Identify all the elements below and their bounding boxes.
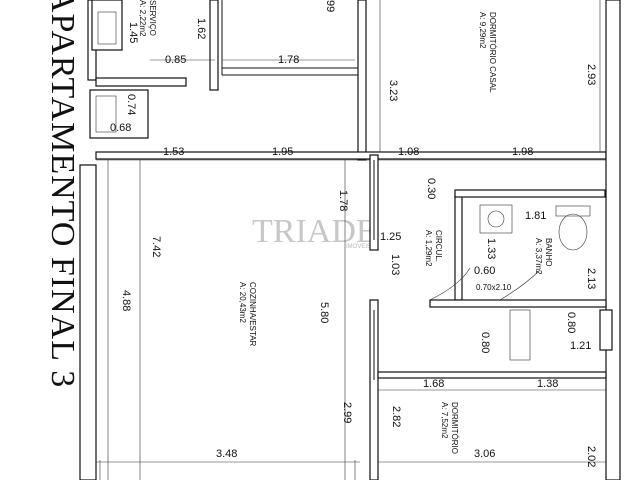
door-swing-bedroom — [499, 269, 541, 301]
toilet-tank-icon — [555, 205, 591, 217]
bath-bottom-wall — [429, 299, 607, 308]
dim-178a: 1.78 — [278, 54, 299, 66]
shaft-inner — [95, 95, 117, 133]
dim-282: 2.82 — [390, 406, 402, 427]
bath-left-wall — [454, 194, 463, 301]
door-size-label: 0.70x2.10 — [476, 283, 512, 292]
dim-323: 3.23 — [387, 80, 399, 101]
room-dormitorio-name: DORMITÓRIO — [450, 402, 459, 454]
room-cozinha-estar-name: COZINHA/ESTAR — [248, 282, 257, 347]
shaft-box — [89, 89, 149, 139]
dim-299: 2.99 — [341, 402, 353, 423]
dim-145: 1.45 — [127, 22, 139, 43]
room-dormitorio-casal-name: DORMITÓRIO CASAL — [488, 12, 497, 93]
lower-bedroom-top-wall — [377, 371, 607, 379]
dim-181: 1.81 — [525, 210, 546, 222]
watermark-logo: TRIADE — [252, 213, 377, 250]
dim-348: 3.48 — [216, 448, 237, 460]
room-banho-area: A: 3,37m2 — [534, 238, 543, 275]
dim-103: 1.03 — [389, 254, 401, 275]
service-wall-right — [209, 0, 219, 91]
sink-icon — [479, 204, 513, 234]
bedroom-left-wall — [357, 0, 367, 161]
dim-202: 2.02 — [585, 446, 597, 467]
room-servico-area: A: 2,22m2 — [138, 0, 147, 37]
left-outer-wall — [79, 164, 97, 480]
dim-306: 3.06 — [474, 448, 495, 460]
dim-213: 2.13 — [585, 268, 597, 289]
dim-178b: 1.78 — [337, 190, 349, 211]
dim-168: 1.68 — [423, 378, 444, 390]
shower-area — [509, 309, 531, 361]
dim-488: 4.88 — [120, 290, 132, 311]
dim-293: 2.93 — [585, 64, 597, 85]
dim-198: 1.98 — [512, 146, 533, 158]
sink-basin-icon — [487, 210, 505, 228]
shaft-inner-top — [97, 11, 117, 45]
dim-742: 7.42 — [150, 236, 162, 257]
dim-080a: 0.80 — [479, 332, 491, 353]
right-outer-wall — [605, 0, 621, 480]
room-dormitorio-casal-area: A: 9,29m2 — [478, 12, 487, 49]
window-right-bath — [599, 309, 613, 351]
dim-138: 1.38 — [537, 378, 558, 390]
room-cozinha-estar-area: A: 20,43m2 — [238, 282, 247, 323]
dim-125: 1.25 — [380, 231, 401, 243]
toilet-bowl-icon — [558, 213, 588, 251]
room-circulacao-name: CIRCUL. — [434, 230, 443, 262]
door-swing-bath — [429, 267, 471, 301]
dim-108: 1.08 — [398, 146, 419, 158]
plan-title: APARTAMENTO FINAL 3 — [44, 0, 81, 388]
room-circulacao-area: A: 1,29m2 — [424, 230, 433, 267]
dim-030: 0.30 — [425, 178, 437, 199]
dim-195: 1.95 — [272, 146, 293, 158]
dim-153: 1.53 — [163, 146, 184, 158]
room-servico-name: SERVIÇO — [148, 0, 157, 36]
dim-133: 1.33 — [485, 238, 497, 259]
room-dormitorio-area: A: 7,52m2 — [440, 402, 449, 439]
room-banho-name: BANHO — [544, 238, 553, 266]
dim-085: 0.85 — [165, 54, 186, 66]
watermark-subtitle: IMÓVEIS — [346, 243, 371, 250]
dim-068: 0.68 — [110, 122, 131, 134]
dim-121: 1.21 — [570, 340, 591, 352]
dim-099: 99 — [324, 0, 336, 12]
dim-060: 0.60 — [474, 265, 495, 277]
dim-080b: 0.80 — [565, 312, 577, 333]
dim-074: 0.74 — [125, 94, 137, 115]
bath-top-wall — [454, 189, 606, 198]
dim-162: 1.62 — [195, 18, 207, 39]
dim-580: 5.80 — [318, 302, 330, 323]
service-wall-bottom — [95, 77, 187, 87]
shaft-box-top — [91, 0, 123, 51]
